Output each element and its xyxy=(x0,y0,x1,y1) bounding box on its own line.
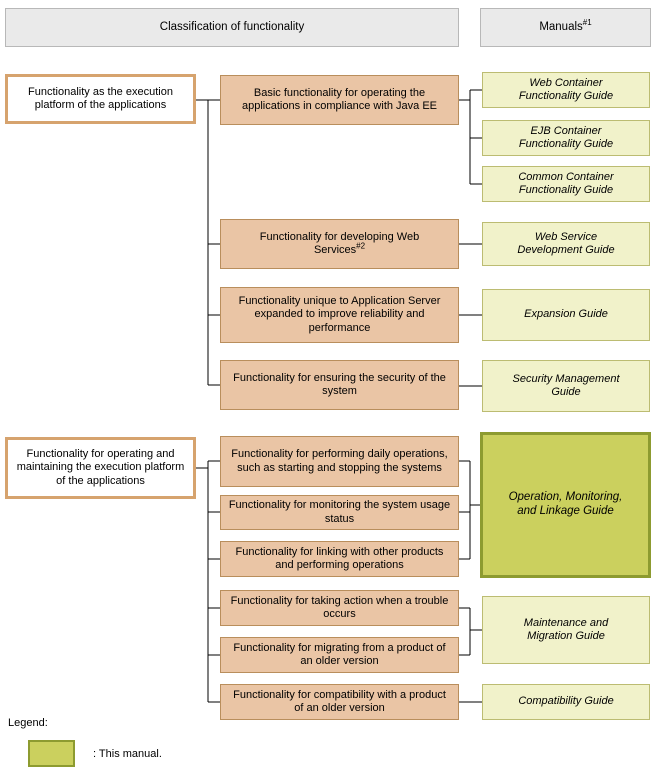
node-operating-maintaining: Functionality for operating and maintain… xyxy=(5,437,196,499)
node-execution-platform-label: Functionality as the execution platform … xyxy=(28,85,173,111)
node-reliability-performance-label: Functionality unique to Application Serv… xyxy=(238,295,441,334)
web-services-footnote-marker: #2 xyxy=(356,241,366,251)
node-reliability-performance: Functionality unique to Application Serv… xyxy=(220,287,459,343)
node-security: Functionality for ensuring the security … xyxy=(220,360,459,410)
legend-swatch-this-manual xyxy=(28,740,75,767)
node-migration: Functionality for migrating from a produ… xyxy=(220,637,459,673)
manual-expansion-label: Expansion Guide xyxy=(524,308,608,321)
node-execution-platform: Functionality as the execution platform … xyxy=(5,74,196,124)
node-web-services: Functionality for developing Web Service… xyxy=(220,219,459,269)
manual-maintenance-migration: Maintenance and Migration Guide xyxy=(482,596,650,664)
manual-operation-monitoring-linkage: Operation, Monitoring, and Linkage Guide xyxy=(480,432,651,578)
node-linking: Functionality for linking with other pro… xyxy=(220,541,459,577)
manual-web-container: Web Container Functionality Guide xyxy=(482,72,650,108)
node-monitoring-label: Functionality for monitoring the system … xyxy=(228,499,451,525)
node-operating-maintaining-label: Functionality for operating and maintain… xyxy=(16,448,185,487)
node-daily-operations-label: Functionality for performing daily opera… xyxy=(231,448,448,474)
node-basic-java-ee-label: Basic functionality for operating the ap… xyxy=(241,86,438,112)
manual-web-service-dev: Web Service Development Guide xyxy=(482,222,650,266)
node-migration-label: Functionality for migrating from a produ… xyxy=(233,641,446,667)
manual-common-container-label: Common Container Functionality Guide xyxy=(518,170,614,196)
manuals-footnote-marker: #1 xyxy=(582,17,592,27)
manual-compatibility: Compatibility Guide xyxy=(482,684,650,720)
node-compatibility-label: Functionality for compatibility with a p… xyxy=(233,688,446,714)
manual-web-container-label: Web Container Functionality Guide xyxy=(518,76,614,102)
manual-web-service-dev-label: Web Service Development Guide xyxy=(517,230,615,256)
node-compatibility: Functionality for compatibility with a p… xyxy=(220,684,459,720)
manual-expansion: Expansion Guide xyxy=(482,289,650,341)
column-header-classification-label: Classification of functionality xyxy=(159,20,305,33)
manual-compatibility-label: Compatibility Guide xyxy=(518,695,614,708)
manual-security-management: Security Management Guide xyxy=(482,360,650,412)
node-daily-operations: Functionality for performing daily opera… xyxy=(220,436,459,487)
node-basic-java-ee: Basic functionality for operating the ap… xyxy=(220,75,459,125)
manual-security-management-label: Security Management Guide xyxy=(512,372,620,398)
node-trouble-action: Functionality for taking action when a t… xyxy=(220,590,459,626)
node-monitoring: Functionality for monitoring the system … xyxy=(220,495,459,530)
node-security-label: Functionality for ensuring the security … xyxy=(233,371,446,397)
node-web-services-label: Functionality for developing Web Service… xyxy=(259,230,420,256)
column-header-manuals: Manuals#1 xyxy=(480,8,651,47)
manual-ejb-container: EJB Container Functionality Guide xyxy=(482,120,650,156)
legend-this-manual-text: : This manual. xyxy=(93,747,162,760)
column-header-manuals-label: Manuals#1 xyxy=(539,17,592,33)
column-header-classification: Classification of functionality xyxy=(5,8,459,47)
manual-ejb-container-label: EJB Container Functionality Guide xyxy=(518,124,614,150)
node-linking-label: Functionality for linking with other pro… xyxy=(235,545,444,571)
legend-label: Legend: xyxy=(8,717,48,729)
manual-maintenance-migration-label: Maintenance and Migration Guide xyxy=(523,616,609,642)
node-trouble-action-label: Functionality for taking action when a t… xyxy=(230,594,449,620)
manual-operation-monitoring-linkage-label: Operation, Monitoring, and Linkage Guide xyxy=(508,491,623,517)
manual-common-container: Common Container Functionality Guide xyxy=(482,166,650,202)
